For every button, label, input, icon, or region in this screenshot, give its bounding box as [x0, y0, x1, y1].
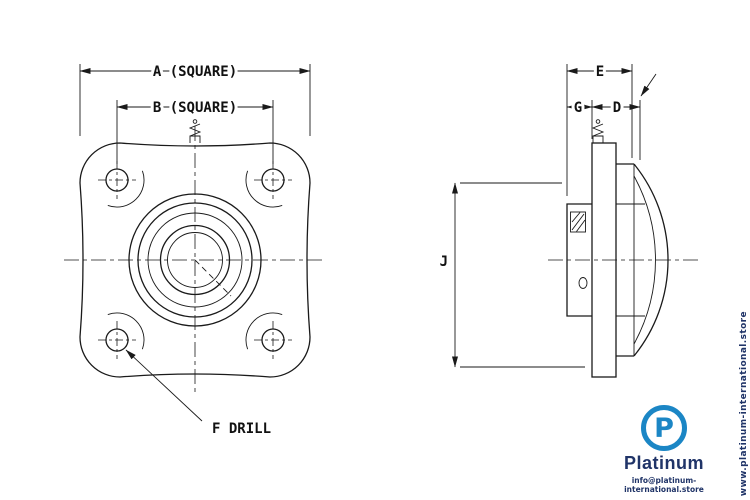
radius-reference-line [194, 259, 232, 297]
dimension-d: D [591, 97, 641, 160]
grease-fitting-front [188, 119, 202, 143]
f-drill-callout: F DRILL [125, 349, 274, 440]
housing-inner-circle [137, 202, 253, 318]
flange-side [591, 142, 617, 378]
dimension-g: G [566, 97, 593, 139]
insert-ring-circle [147, 212, 243, 308]
grease-fitting-side [591, 119, 605, 143]
set-screw [570, 211, 586, 233]
housing-outer-circle [128, 193, 262, 327]
dimension-a: A (SQUARE) [79, 61, 311, 136]
brand-email: info@platinum-international.store [624, 476, 704, 494]
shaft-bore-circle [167, 232, 223, 288]
brand-name: Platinum [623, 453, 704, 473]
front-view [64, 119, 326, 394]
corner-leader-arrow [640, 73, 657, 97]
dimension-b: B (SQUARE) [116, 97, 274, 164]
dimension-j: J [437, 182, 585, 368]
lube-hole [578, 277, 588, 289]
dim-label-d: D [613, 100, 621, 116]
dim-label-g: G [574, 100, 582, 116]
dim-label-j: J [440, 254, 448, 270]
brand-logo: P [641, 405, 687, 451]
brand-logo-letter: P [654, 412, 674, 444]
dim-label-a: A (SQUARE) [153, 64, 237, 80]
brand-block: P Platinum info@platinum-international.s… [594, 405, 734, 494]
brand-website-vertical: www.platinum-international.store [739, 310, 749, 496]
inner-ring-side [566, 203, 592, 317]
flange-plate-outline [79, 142, 311, 378]
dimensions: A (SQUARE) B (SQUARE) E G [79, 61, 641, 440]
housing-side [616, 163, 669, 357]
side-view [548, 73, 700, 378]
dim-label-e: E [596, 64, 604, 80]
dim-label-b: B (SQUARE) [153, 100, 237, 116]
dimension-e: E [566, 61, 633, 196]
f-drill-label: F DRILL [212, 421, 271, 437]
bolt-boss-arcs [107, 170, 283, 350]
inner-ring-circle [159, 224, 231, 296]
bolt-hole-crosshairs [98, 161, 292, 359]
